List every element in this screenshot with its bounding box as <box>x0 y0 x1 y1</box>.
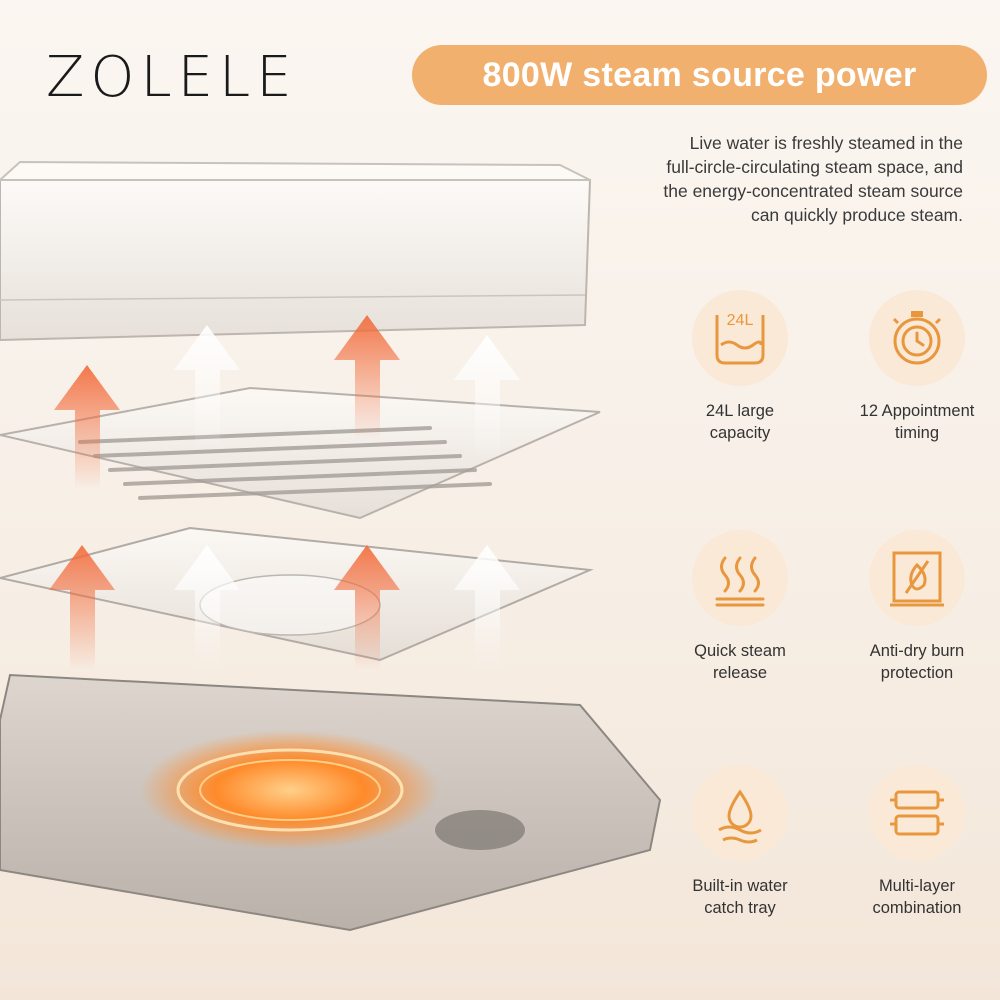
steam-arrows <box>49 315 520 670</box>
stacked-layers-icon <box>890 790 944 836</box>
feature-icon-circle <box>869 290 965 386</box>
capacity-icon-text: 24L <box>727 312 754 329</box>
feature-water-tray: Built-in water catch tray <box>645 765 835 919</box>
capacity-pot-icon: 24L <box>715 312 765 365</box>
feature-label-line: Quick steam <box>694 642 786 660</box>
feature-label-line: combination <box>872 899 962 917</box>
feature-label: Anti-dry burn protection <box>822 640 1000 684</box>
description-line: can quickly produce steam. <box>750 205 963 225</box>
feature-label-line: release <box>712 664 768 682</box>
feature-quick-steam: Quick steam release <box>645 530 835 684</box>
feature-label-line: timing <box>894 424 939 442</box>
feature-label-line: 24L large <box>705 402 775 420</box>
stopwatch-icon <box>892 311 942 365</box>
feature-label-line: Built-in water <box>692 877 788 895</box>
feature-label-line: protection <box>880 664 954 682</box>
feature-label: Multi-layer combination <box>822 875 1000 919</box>
feature-label: 12 Appointment timing <box>822 400 1000 444</box>
feature-icon-circle <box>692 765 788 861</box>
feature-icon-circle <box>869 530 965 626</box>
steamer-basket-top <box>0 160 592 342</box>
feature-label-line: Anti-dry burn <box>869 642 965 660</box>
headline-banner: 800W steam source power <box>412 45 987 105</box>
feature-capacity: 24L 24L large capacity <box>645 290 835 444</box>
feature-label-line: 12 Appointment <box>859 402 975 420</box>
steamer-exploded-illustration <box>0 160 662 932</box>
feature-multi-layer: Multi-layer combination <box>822 765 1000 919</box>
anti-dry-burn-icon <box>890 551 944 607</box>
water-drop-tray-icon <box>718 789 762 844</box>
steamer-heating-base <box>0 673 662 932</box>
headline-text: 800W steam source power <box>482 55 917 94</box>
feature-label: 24L large capacity <box>645 400 835 444</box>
brand-logo: ZOLELE <box>46 45 298 110</box>
feature-label-line: Multi-layer <box>878 877 956 895</box>
feature-icon-circle <box>869 765 965 861</box>
feature-anti-dry-burn: Anti-dry burn protection <box>822 530 1000 684</box>
feature-label-line: capacity <box>709 424 771 442</box>
steamer-grid-tray <box>0 386 601 520</box>
description-text: Live water is freshly steamed in the ful… <box>583 131 963 227</box>
feature-label: Built-in water catch tray <box>645 875 835 919</box>
feature-timing: 12 Appointment timing <box>822 290 1000 444</box>
description-line: Live water is freshly steamed in the <box>689 133 963 153</box>
feature-label: Quick steam release <box>645 640 835 684</box>
feature-icon-circle: 24L <box>692 290 788 386</box>
feature-icon-circle <box>692 530 788 626</box>
description-line: the energy-concentrated steam source <box>663 181 963 201</box>
steam-waves-icon <box>715 556 765 607</box>
description-line: full-circle-circulating steam space, and <box>666 157 963 177</box>
feature-label-line: catch tray <box>704 899 776 917</box>
